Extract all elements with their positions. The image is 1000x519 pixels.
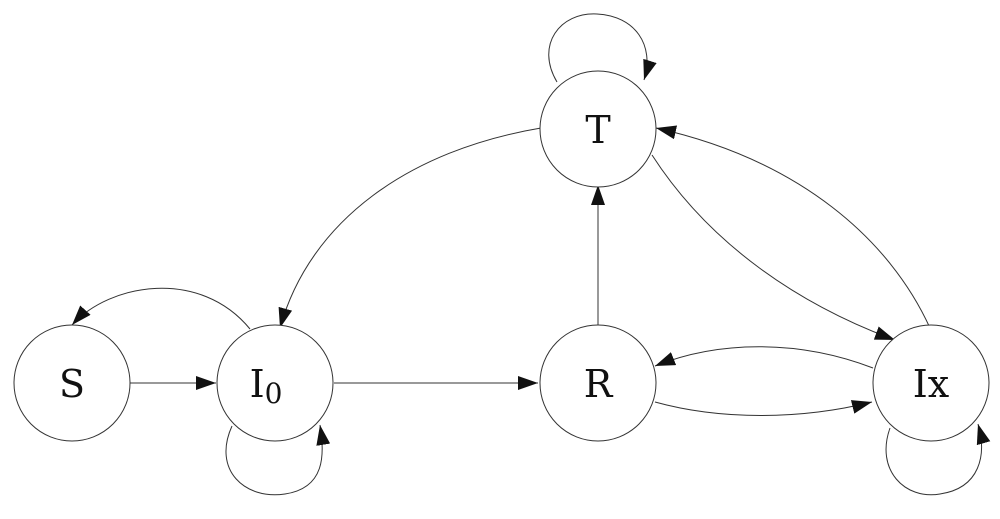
node-i0-label-subscript: 0 [265, 377, 283, 410]
node-i0-label-main: I [250, 362, 265, 406]
edge-i0-self-loop [225, 424, 331, 496]
edge-ix-to-t [655, 125, 931, 329]
edge-t-to-ix [651, 154, 896, 341]
edge-r-to-ix [654, 400, 873, 416]
node-r-label: R [584, 362, 614, 406]
edge-ix-self-loop [885, 423, 991, 496]
node-s: S [13, 324, 131, 442]
node-ix: Ix [872, 324, 990, 442]
edge-i0-to-s [71, 287, 251, 330]
edge-ix-to-r [654, 346, 874, 369]
edge-t-self-loop [548, 13, 657, 83]
edge-t-to-i0 [278, 127, 542, 329]
node-r: R [539, 324, 657, 442]
node-ix-label: Ix [913, 362, 949, 406]
node-s-label: S [59, 362, 85, 406]
node-t: T [539, 70, 657, 188]
node-i0-label: I0 [250, 362, 283, 410]
node-t-label: T [585, 108, 610, 152]
node-i0: I0 [216, 324, 334, 442]
